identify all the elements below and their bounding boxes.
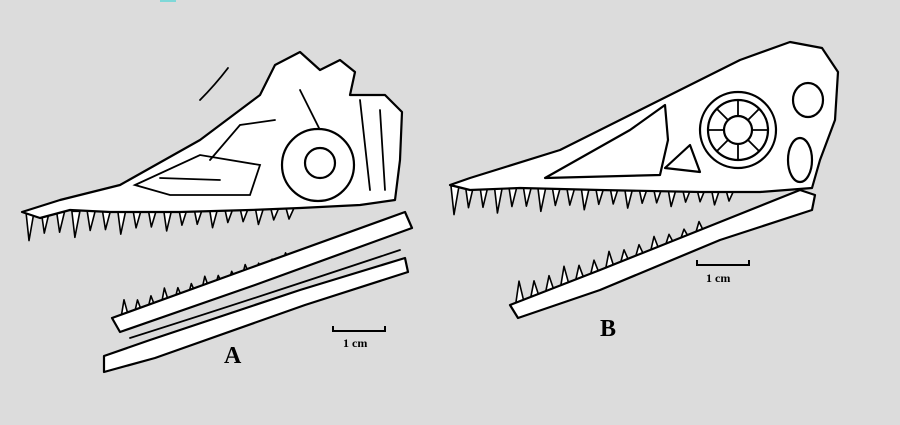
panel-label-a: A bbox=[224, 343, 242, 369]
tooth bbox=[537, 186, 547, 213]
tooth bbox=[254, 207, 265, 226]
tooth bbox=[551, 186, 562, 207]
skull-b-antorbital-fenestra bbox=[543, 103, 670, 180]
tooth bbox=[493, 185, 504, 214]
tooth bbox=[580, 187, 591, 211]
scale-bar-b bbox=[696, 260, 750, 266]
skull-a bbox=[20, 50, 414, 374]
tooth bbox=[71, 210, 81, 239]
skull-a-mandible-left bbox=[110, 210, 414, 334]
scale-label-a: 1 cm bbox=[343, 336, 368, 350]
tooth bbox=[86, 210, 96, 232]
tooth bbox=[522, 186, 533, 207]
panel-label-b: B bbox=[600, 316, 617, 342]
skull-a-cranium bbox=[20, 50, 404, 220]
skull-b-lower-temporal-fenestra bbox=[786, 136, 814, 184]
tooth bbox=[450, 185, 460, 216]
skull-b-upper-temporal-fenestra bbox=[791, 81, 825, 119]
tooth bbox=[101, 210, 112, 231]
tooth bbox=[508, 186, 518, 208]
skull-b bbox=[448, 40, 840, 320]
scale-bar-a bbox=[332, 326, 386, 332]
skull-b-lower-teeth bbox=[515, 220, 705, 303]
skull-a-mandible-right bbox=[102, 256, 410, 374]
tooth bbox=[116, 209, 127, 235]
skull-a-fenestra bbox=[132, 154, 262, 196]
skull-a-sclerotic-ring-inner bbox=[303, 146, 337, 180]
corner-mark bbox=[160, 0, 176, 2]
skull-b-mandible bbox=[508, 188, 817, 320]
skull-a-fragment bbox=[199, 67, 229, 101]
tooth bbox=[55, 210, 66, 234]
tooth bbox=[285, 207, 295, 220]
scale-label-b: 1 cm bbox=[706, 271, 731, 285]
